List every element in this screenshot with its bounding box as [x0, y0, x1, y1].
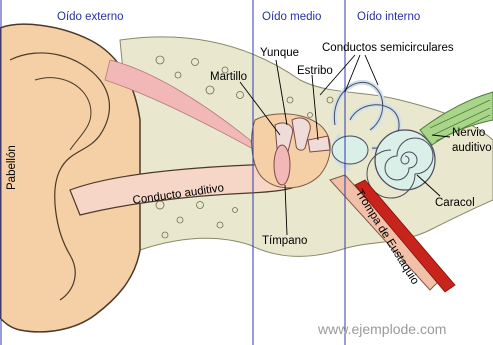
- section-middle-ear: Oído medio: [262, 12, 321, 24]
- label-pabellon: Pabellón: [7, 145, 19, 190]
- label-caracol: Caracol: [435, 198, 475, 210]
- vestibule: [332, 136, 368, 164]
- label-nervio: Nervio: [452, 128, 485, 140]
- section-outer-ear: Oído externo: [57, 12, 123, 24]
- cochlea: [375, 130, 435, 190]
- label-martillo: Martillo: [210, 72, 247, 84]
- label-conductos-semicirculares: Conductos semicirculares: [322, 43, 454, 55]
- label-yunque: Yunque: [260, 48, 299, 60]
- watermark: www.ejemplode.com: [318, 322, 446, 336]
- label-timpano: Tímpano: [262, 236, 307, 248]
- section-inner-ear: Oído interno: [357, 12, 420, 24]
- eardrum: [274, 145, 290, 185]
- label-auditivo: auditivo: [452, 143, 492, 155]
- label-estribo: Estribo: [297, 66, 333, 78]
